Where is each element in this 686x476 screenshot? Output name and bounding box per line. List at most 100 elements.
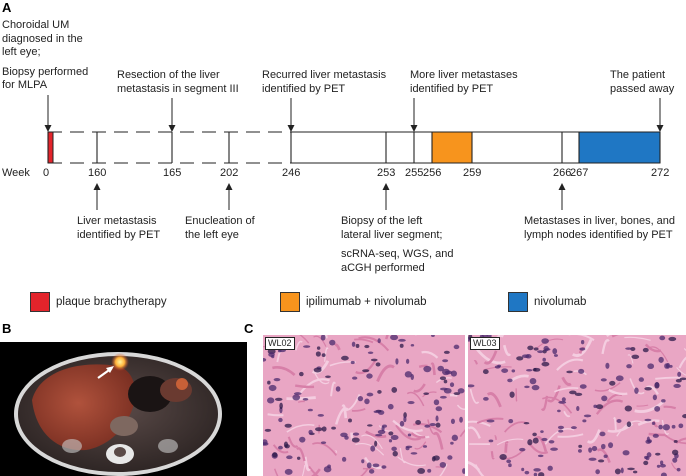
histology-nucleus — [533, 468, 541, 472]
histology-fiber — [421, 350, 439, 359]
histology-nucleus — [271, 355, 275, 359]
histology-nucleus — [529, 377, 537, 385]
histology-fiber — [624, 336, 651, 341]
histology-nucleus — [388, 439, 393, 443]
histology-nucleus — [264, 428, 272, 432]
histology-fiber — [303, 456, 311, 472]
histology-nucleus — [410, 343, 415, 347]
histology-nucleus — [373, 410, 381, 414]
histology-nucleus — [677, 371, 682, 377]
histology-nucleus — [263, 442, 269, 446]
histology-nucleus — [526, 368, 533, 372]
histology-fiber — [504, 440, 509, 453]
histology-fiber — [494, 435, 497, 440]
histology-nucleus — [622, 450, 630, 456]
histology-nucleus — [508, 463, 512, 468]
histology-fiber — [414, 441, 427, 450]
histology-nucleus — [453, 392, 461, 396]
panel-letter-b: B — [2, 321, 12, 336]
histology-fiber — [502, 344, 512, 357]
histology-fiber — [646, 385, 659, 395]
histology-fiber — [333, 343, 341, 351]
histology-nucleus — [410, 452, 418, 455]
histology-nucleus — [399, 343, 404, 348]
histology-nucleus — [488, 439, 494, 443]
histology-fiber — [413, 383, 426, 393]
histology-fiber — [365, 430, 387, 438]
histology-nucleus — [626, 421, 632, 428]
histology-nucleus — [541, 338, 549, 344]
histology-nucleus — [566, 370, 573, 374]
histology-nucleus — [659, 335, 666, 341]
histology-nucleus — [647, 363, 655, 370]
histology-fiber — [430, 362, 436, 376]
histology-nucleus — [449, 382, 455, 388]
histology-nucleus — [499, 454, 507, 460]
tick-label-week-256: 256 — [423, 167, 442, 179]
histology-nucleus — [284, 444, 290, 449]
histology-nucleus — [605, 362, 610, 369]
event-above-week-246-line: Recurred liver metastasis — [262, 69, 387, 81]
histology-nucleus — [642, 347, 649, 353]
histology-nucleus — [531, 384, 540, 391]
histology-nucleus — [521, 354, 530, 359]
histology-nucleus — [278, 417, 283, 423]
histology-nucleus — [433, 455, 440, 461]
histology-nucleus — [450, 370, 457, 377]
histology-nucleus — [537, 350, 544, 354]
histology-fiber — [397, 456, 426, 467]
histology-nucleus — [660, 460, 664, 465]
histology-fiber — [439, 464, 448, 476]
histology-nucleus — [608, 442, 614, 449]
histology-nucleus — [423, 365, 432, 373]
histology-nucleus — [633, 470, 638, 474]
histology-nucleus — [313, 367, 322, 373]
histology-nucleus — [643, 460, 649, 466]
histology-nucleus — [423, 392, 429, 395]
histology-nucleus — [348, 418, 352, 423]
histology-fiber — [294, 384, 315, 389]
histology-nucleus — [435, 422, 441, 428]
histology-nucleus — [439, 395, 447, 399]
histology-fiber — [449, 393, 458, 397]
histology-nucleus — [668, 336, 677, 342]
histology-nucleus — [266, 397, 275, 404]
histology-nucleus — [557, 409, 561, 413]
histology-nucleus — [417, 468, 426, 474]
histology-nucleus — [274, 397, 283, 402]
histology-fiber — [556, 358, 584, 371]
arrow-above-week-165-head — [168, 125, 176, 132]
histology-nucleus — [286, 455, 293, 460]
histology-nucleus — [627, 467, 635, 471]
histology-nucleus — [578, 444, 583, 448]
legend-label-plaque-brachytherapy: plaque brachytherapy — [56, 296, 167, 308]
histology-nucleus — [588, 447, 593, 453]
histology-nucleus — [273, 378, 281, 382]
histology-nucleus — [382, 424, 387, 428]
histology-nucleus — [357, 396, 364, 402]
histology-fiber — [483, 350, 498, 365]
histology-fiber — [410, 432, 426, 439]
histology-nucleus — [482, 369, 489, 375]
histology-nucleus — [537, 454, 544, 458]
histology-fiber — [361, 434, 383, 450]
treatment-bar-plaque-brachytherapy — [47, 131, 54, 164]
histology-nucleus — [646, 436, 650, 443]
histology-nucleus — [654, 381, 660, 388]
histology-fiber — [351, 408, 366, 412]
histology-nucleus — [588, 457, 597, 461]
histology-nucleus — [377, 390, 382, 394]
histology-nucleus — [351, 341, 356, 347]
histology-nucleus — [303, 345, 311, 348]
histology-nucleus — [327, 464, 331, 469]
histology-nucleus — [506, 459, 512, 464]
arrow-above-week-255-head — [410, 125, 418, 132]
histology-nucleus — [508, 418, 514, 424]
histology-fiber — [596, 448, 611, 463]
histology-nucleus — [673, 440, 678, 443]
